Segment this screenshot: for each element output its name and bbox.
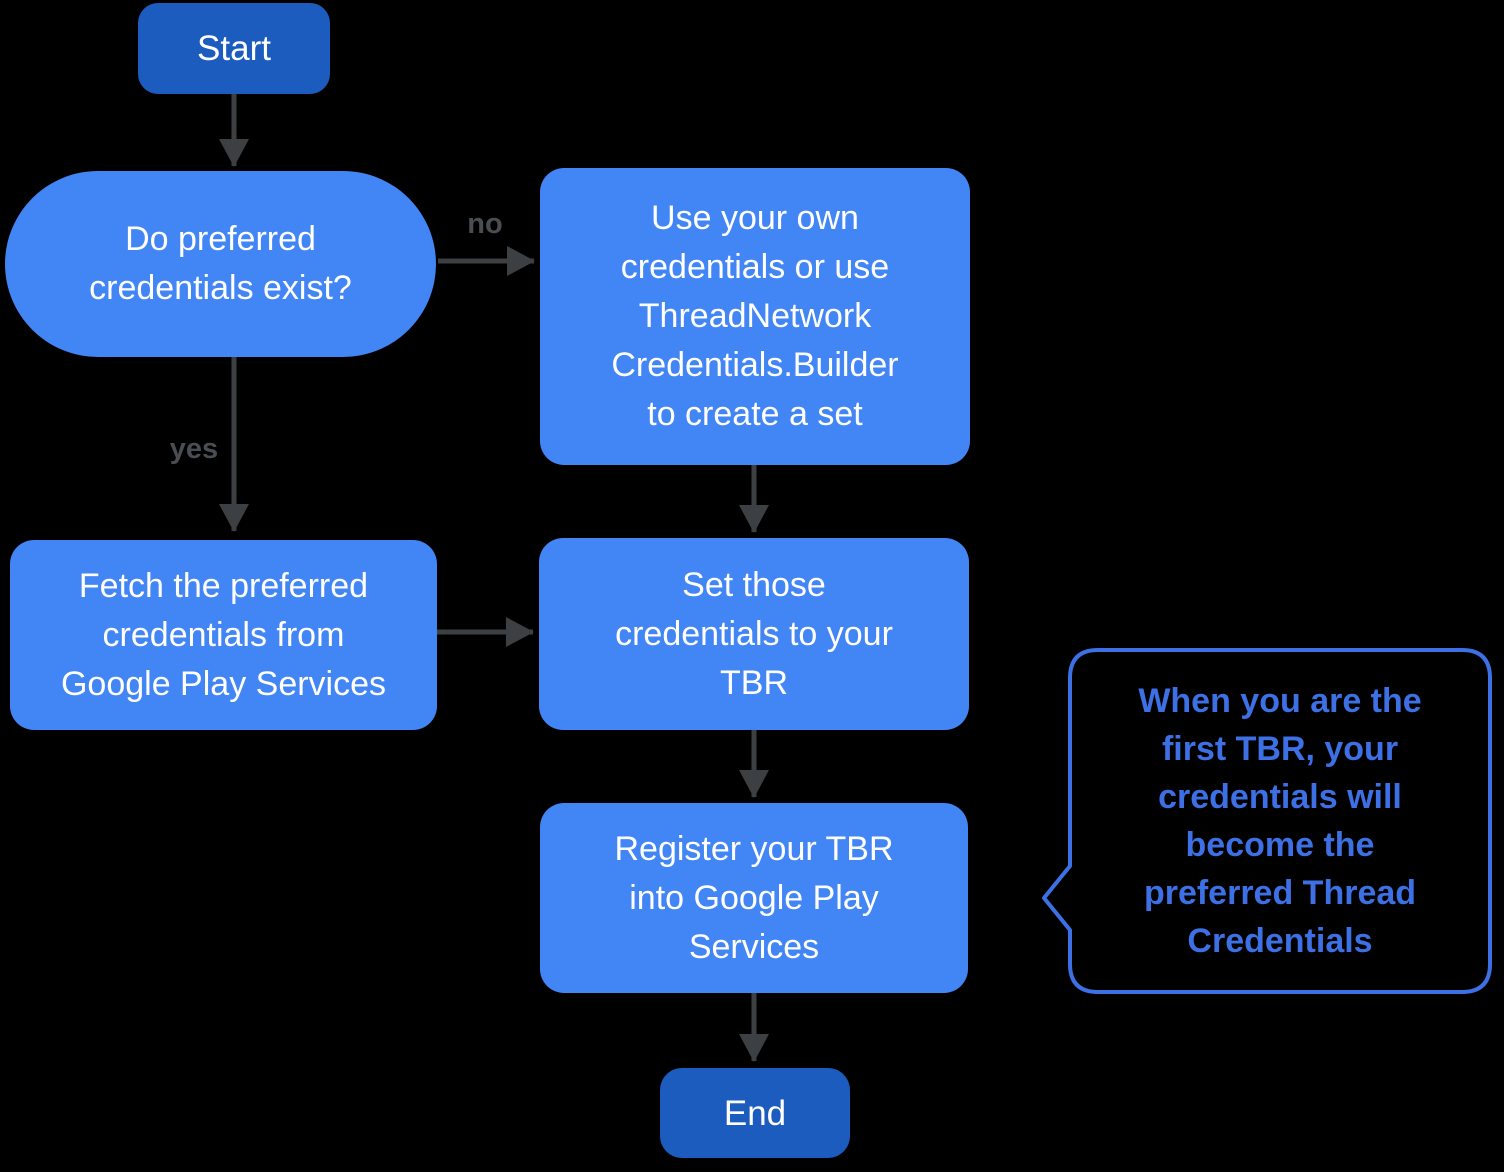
node-end-label: End [723, 1093, 787, 1133]
node-fetch-preferred-credentials: Fetch the preferred credentials from Goo… [10, 540, 437, 730]
node-decision-preferred-credentials: Do preferred credentials exist? [5, 171, 436, 357]
node-use-own-credentials-label: Use your own credentials or use ThreadNe… [611, 199, 899, 433]
node-set-credentials-to-tbr-label: Set those credentials to your TBR [615, 565, 893, 702]
node-register-tbr: Register your TBR into Google Play Servi… [540, 803, 968, 993]
node-start-label: Start [197, 29, 271, 68]
node-start: Start [138, 3, 330, 94]
node-decision-label: Do preferred credentials exist? [89, 220, 352, 307]
node-register-tbr-label: Register your TBR into Google Play Servi… [614, 829, 894, 966]
node-set-credentials-to-tbr: Set those credentials to your TBR [539, 538, 969, 730]
node-fetch-preferred-credentials-label: Fetch the preferred credentials from Goo… [60, 566, 387, 703]
callout-bubble-text: When you are the first TBR, your credent… [1138, 682, 1422, 960]
edge-label-yes: yes [169, 433, 219, 465]
node-end: End [660, 1068, 850, 1158]
edge-label-no: no [467, 208, 503, 240]
node-use-own-credentials: Use your own credentials or use ThreadNe… [540, 168, 970, 465]
